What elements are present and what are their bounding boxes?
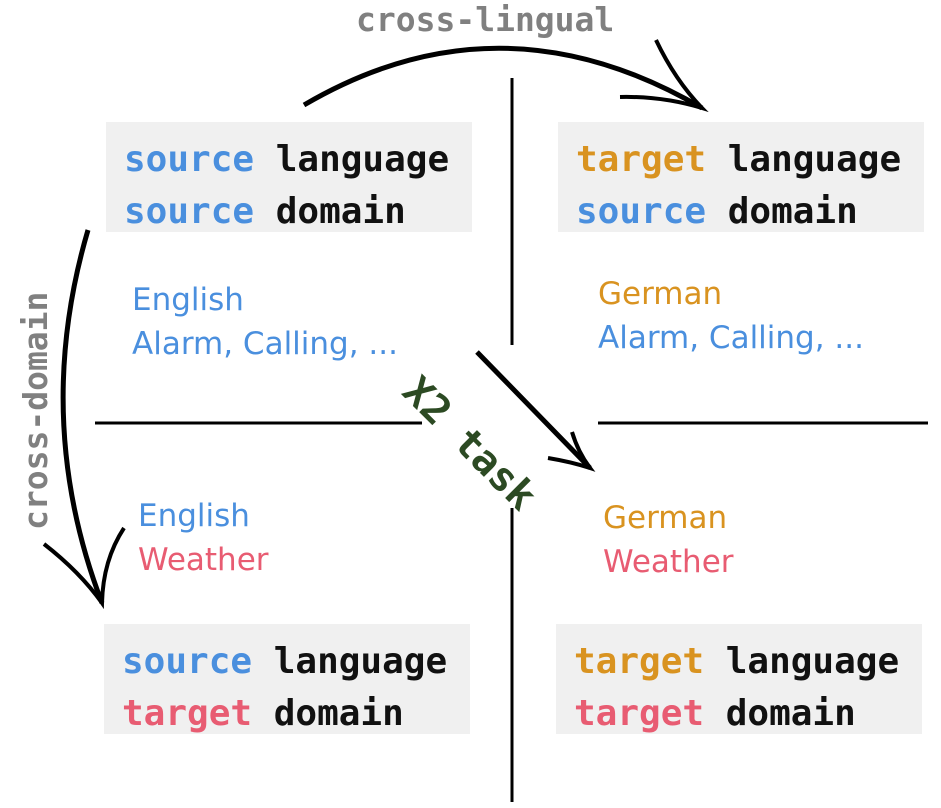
example-domains: Weather [138, 542, 269, 578]
keyword-source: source [576, 191, 707, 232]
examples-bottom-left: English Weather [138, 494, 269, 582]
example-domains: Weather [603, 544, 734, 580]
keyword-source: source [122, 641, 253, 682]
box-text-domain: domain [727, 191, 858, 232]
cross-domain-arrowhead [42, 526, 126, 610]
cross-domain-arrow [60, 229, 105, 604]
x2-task-arrow [475, 350, 592, 470]
box-text-domain: domain [275, 191, 406, 232]
box-text-language: language [725, 641, 900, 682]
keyword-source: source [124, 139, 255, 180]
example-language: English [138, 498, 250, 534]
box-text-domain: domain [273, 693, 404, 734]
example-language: German [603, 500, 728, 536]
cross-lingual-label: cross-lingual [356, 0, 615, 39]
examples-top-right: German Alarm, Calling, ... [598, 272, 864, 360]
box-source-language-source-domain: source language source domain [106, 122, 472, 232]
example-domains: Alarm, Calling, ... [598, 320, 864, 356]
example-domains: Alarm, Calling, ... [132, 326, 398, 362]
example-language: English [132, 282, 244, 318]
example-language: German [598, 276, 723, 312]
box-target-language-source-domain: target language source domain [558, 122, 924, 232]
keyword-target: target [576, 139, 707, 180]
keyword-target: target [122, 693, 253, 734]
keyword-target: target [574, 693, 705, 734]
keyword-target: target [574, 641, 705, 682]
box-target-language-target-domain: target language target domain [556, 624, 922, 734]
examples-bottom-right: German Weather [603, 496, 734, 584]
cross-domain-label: cross-domain [16, 291, 55, 530]
cross-lingual-arrowhead [619, 39, 709, 113]
box-source-language-target-domain: source language target domain [104, 624, 470, 734]
cross-lingual-arrow [302, 45, 704, 111]
x2-task-arrowhead [547, 431, 596, 472]
box-text-language: language [275, 139, 450, 180]
keyword-source: source [124, 191, 255, 232]
box-text-language: language [727, 139, 902, 180]
box-text-language: language [273, 641, 448, 682]
box-text-domain: domain [725, 693, 856, 734]
examples-top-left: English Alarm, Calling, ... [132, 278, 398, 366]
